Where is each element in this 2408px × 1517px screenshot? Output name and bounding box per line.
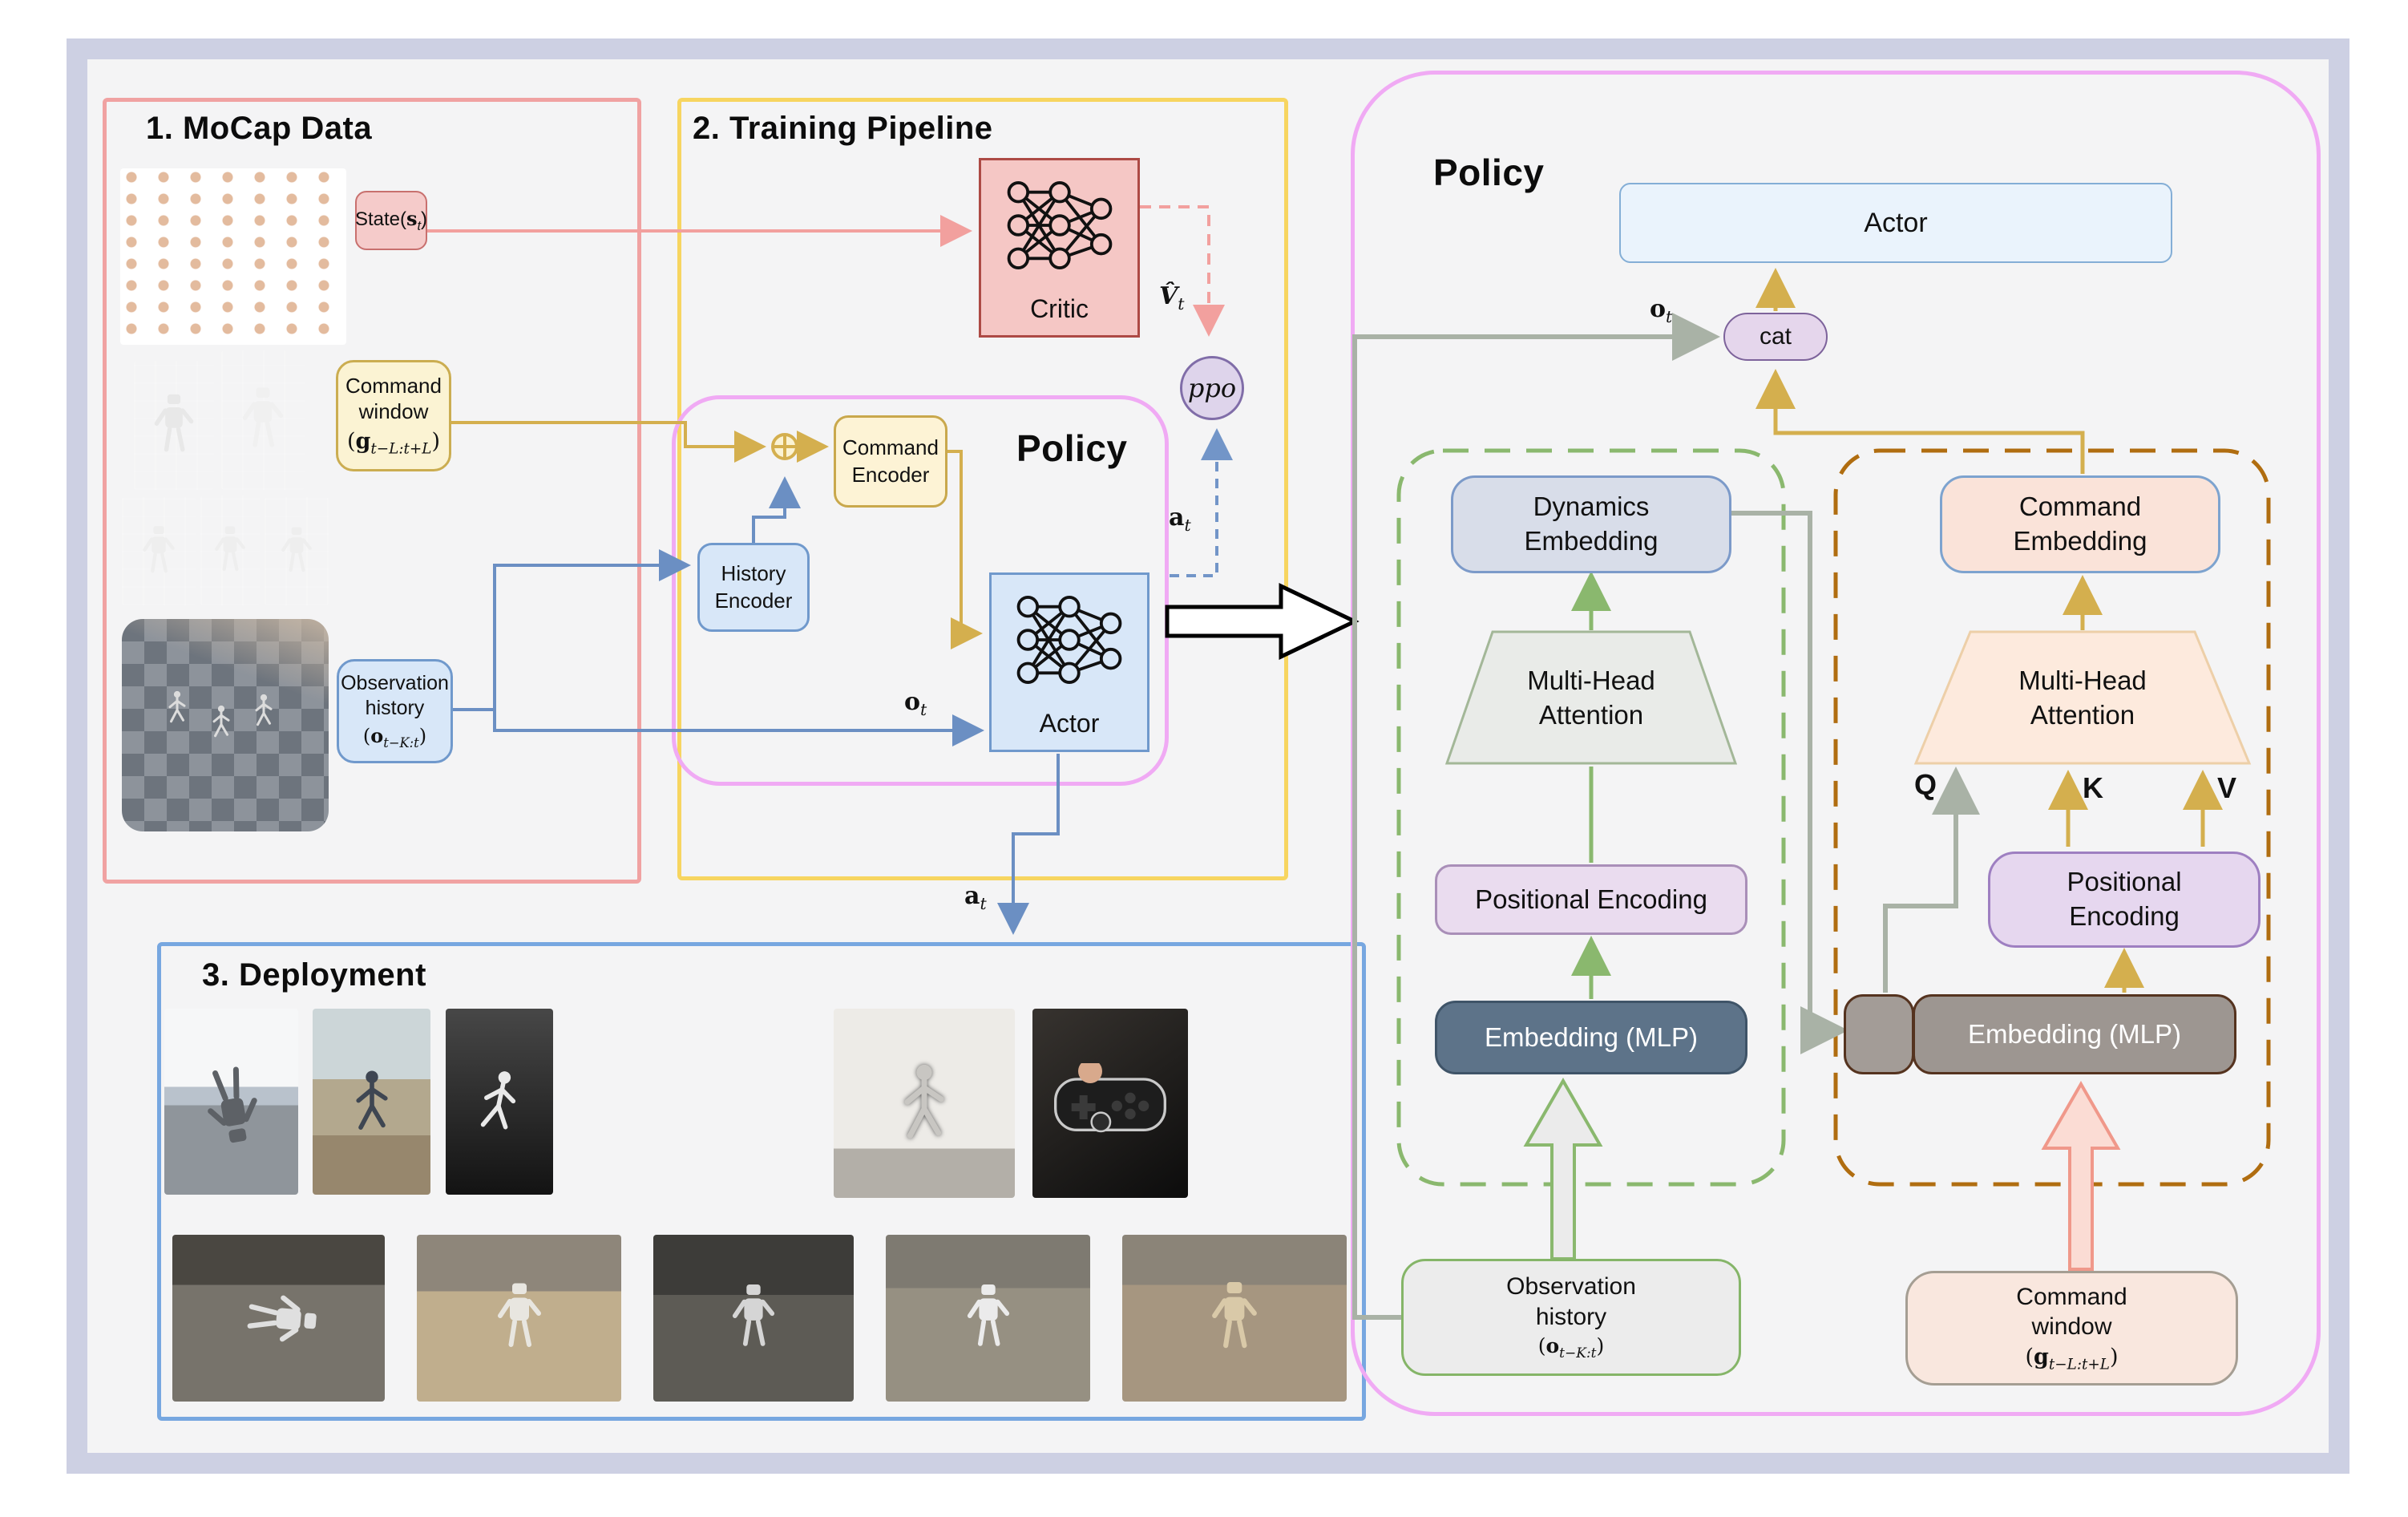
command-embedding-box: Command Embedding xyxy=(1940,475,2220,573)
positional-encoding-left-box: Positional Encoding xyxy=(1435,864,1747,935)
mha-left-label: Multi-Head Attention xyxy=(1527,665,1655,730)
command-window-box: Command window (gt−L:t+L) xyxy=(336,360,451,471)
history-encoder-box: History Encoder xyxy=(697,543,810,632)
v-label: V xyxy=(2217,771,2237,804)
dynamics-embedding-box: Dynamics Embedding xyxy=(1451,475,1731,573)
deploy-robot-walk-sunlit-image xyxy=(417,1235,621,1402)
panel-training-pipeline xyxy=(677,98,1288,880)
embedding-mlp-left-box: Embedding (MLP) xyxy=(1435,1001,1747,1074)
o-t-detail-label: ot xyxy=(1650,295,1673,326)
critic-label: Critic xyxy=(1030,294,1089,323)
o-t-train-label: ot xyxy=(904,688,927,719)
command-window-bottom-box: Command window (gt−L:t+L) xyxy=(1905,1271,2238,1386)
deploy-robot-flip-image xyxy=(172,1235,385,1402)
ppo-node: ppo xyxy=(1180,356,1244,420)
observation-history-bottom-box: Observation history (ot−K:t) xyxy=(1401,1259,1741,1376)
sim-robot-image-3 xyxy=(122,497,196,605)
neural-network-icon xyxy=(1007,180,1112,270)
sim-robot-image-5 xyxy=(265,497,329,605)
policy-inner-title: Policy xyxy=(1016,427,1128,469)
mocap-title: 1. MoCap Data xyxy=(146,111,373,146)
a-t-policy-label: at xyxy=(1169,504,1191,535)
neural-network-icon xyxy=(1016,595,1122,685)
panel-mocap-data xyxy=(103,98,641,884)
deploy-mannequin-image xyxy=(834,1009,1015,1198)
deploy-sim-handstand-image xyxy=(164,1009,298,1195)
command-encoder-box: Command Encoder xyxy=(834,415,947,508)
state-box: State(st) xyxy=(355,191,427,250)
sim-robot-image-1 xyxy=(134,361,214,490)
deployment-title: 3. Deployment xyxy=(202,957,426,993)
policy-detail-title: Policy xyxy=(1433,152,1545,193)
q-label: Q xyxy=(1914,768,1937,801)
cat-box: cat xyxy=(1723,313,1828,361)
actor-train-label: Actor xyxy=(1039,709,1100,738)
deploy-vr-operator-image xyxy=(313,1009,430,1195)
embedding-mlp-right-box: Embedding (MLP) xyxy=(1913,994,2236,1074)
actor-detail-box: Actor xyxy=(1619,183,2172,263)
deploy-dark-kick-image xyxy=(446,1009,553,1195)
observation-history-box: Observation history (ot−K:t) xyxy=(337,659,453,763)
critic-box: Critic xyxy=(979,158,1140,338)
sim-robot-image-2 xyxy=(221,350,305,490)
deploy-gamepad-image xyxy=(1032,1009,1188,1198)
embedding-mlp-right-q-box xyxy=(1844,994,1914,1074)
v-hat-label: V̂t xyxy=(1159,282,1185,314)
training-title: 2. Training Pipeline xyxy=(693,111,993,146)
deploy-robot-gold-walk-image xyxy=(1122,1235,1347,1402)
a-t-deploy-label: at xyxy=(964,882,987,913)
k-label: K xyxy=(2083,771,2103,804)
sim-crowd-checkerboard-image xyxy=(122,619,329,831)
mocap-motion-capture-image xyxy=(120,168,346,345)
sim-robot-image-4 xyxy=(200,496,260,605)
deploy-robot-dark-office-image xyxy=(653,1235,854,1402)
mha-right-label: Multi-Head Attention xyxy=(2018,665,2147,730)
positional-encoding-right-box: Positional Encoding xyxy=(1988,852,2261,948)
actor-train-box: Actor xyxy=(989,572,1149,752)
deploy-robot-office-image xyxy=(886,1235,1090,1402)
